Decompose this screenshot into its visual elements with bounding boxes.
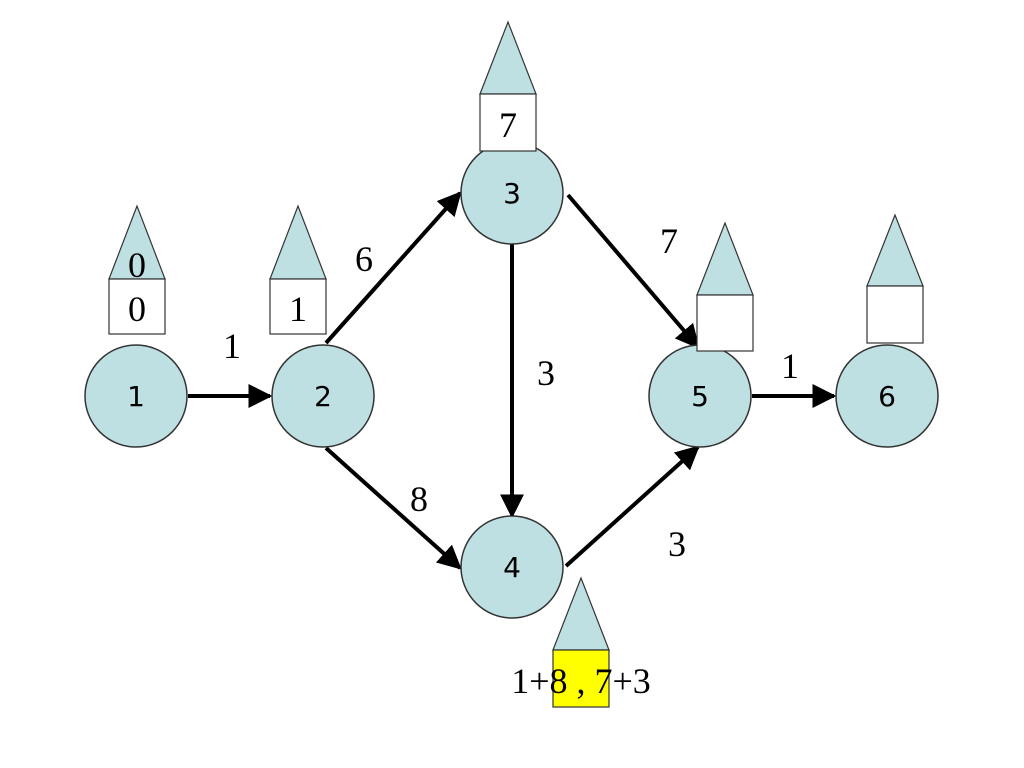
tag-box-value: 1 <box>289 289 307 329</box>
node-2: 2 <box>271 344 375 448</box>
tag-box <box>696 294 754 352</box>
nodes: 1 2 3 4 5 6 <box>84 141 939 619</box>
tag-node-5 <box>696 221 754 352</box>
edge-3-4: 3 <box>500 244 555 519</box>
edge-line <box>324 446 462 570</box>
edge-2-3: 6 <box>324 191 462 345</box>
edge-line <box>566 193 700 349</box>
edge-4-5: 3 <box>564 445 700 568</box>
tag-node-3: 7 <box>479 20 537 152</box>
tags: 0 0 1 7 1+8 , 7+3 <box>108 20 924 708</box>
edge-2-4: 8 <box>324 446 462 570</box>
edge-line <box>564 445 700 568</box>
edge-line <box>324 191 462 345</box>
node-label: 2 <box>314 380 332 413</box>
node-label: 3 <box>503 177 521 210</box>
tag-box <box>479 93 537 152</box>
tag-triangle <box>269 204 327 280</box>
tag-box <box>108 278 166 335</box>
node-3: 3 <box>460 141 564 245</box>
tag-node-6 <box>866 213 924 344</box>
tag-box-value: 7 <box>499 105 517 145</box>
tag-node-4: 1+8 , 7+3 <box>511 576 651 708</box>
node-circle <box>835 344 939 448</box>
edge-weight: 7 <box>660 221 678 261</box>
tag-triangle <box>866 213 924 287</box>
tag-box-value: 0 <box>128 289 146 329</box>
tag-box-value: 1+8 , 7+3 <box>511 661 651 701</box>
tag-triangle <box>696 221 754 296</box>
edge-1-2: 1 <box>188 326 273 408</box>
tag-top-value: 0 <box>128 245 146 285</box>
node-circle <box>271 344 375 448</box>
node-label: 1 <box>127 380 145 413</box>
tag-node-2: 1 <box>269 204 327 335</box>
edge-5-6: 1 <box>752 346 837 408</box>
node-circle <box>460 515 564 619</box>
edge-weight: 6 <box>355 239 373 279</box>
edge-weight: 1 <box>781 346 799 386</box>
node-label: 5 <box>691 380 709 413</box>
node-label: 6 <box>878 380 896 413</box>
node-label: 4 <box>503 551 521 584</box>
node-1: 1 <box>84 344 188 448</box>
tag-box <box>866 285 924 344</box>
tag-triangle <box>552 576 610 651</box>
node-circle <box>84 344 188 448</box>
tag-box <box>269 278 327 335</box>
node-5: 5 <box>648 344 752 448</box>
node-4: 4 <box>460 515 564 619</box>
edge-3-5: 7 <box>566 193 700 349</box>
edges: 1 6 8 3 7 3 1 <box>188 191 837 570</box>
edge-weight: 8 <box>410 479 428 519</box>
tag-box-highlighted <box>552 649 610 708</box>
edge-weight: 1 <box>223 326 241 366</box>
tag-triangle <box>479 20 537 95</box>
node-6: 6 <box>835 344 939 448</box>
edge-weight: 3 <box>537 353 555 393</box>
tag-node-1: 0 0 <box>108 204 166 335</box>
edge-weight: 3 <box>668 524 686 564</box>
